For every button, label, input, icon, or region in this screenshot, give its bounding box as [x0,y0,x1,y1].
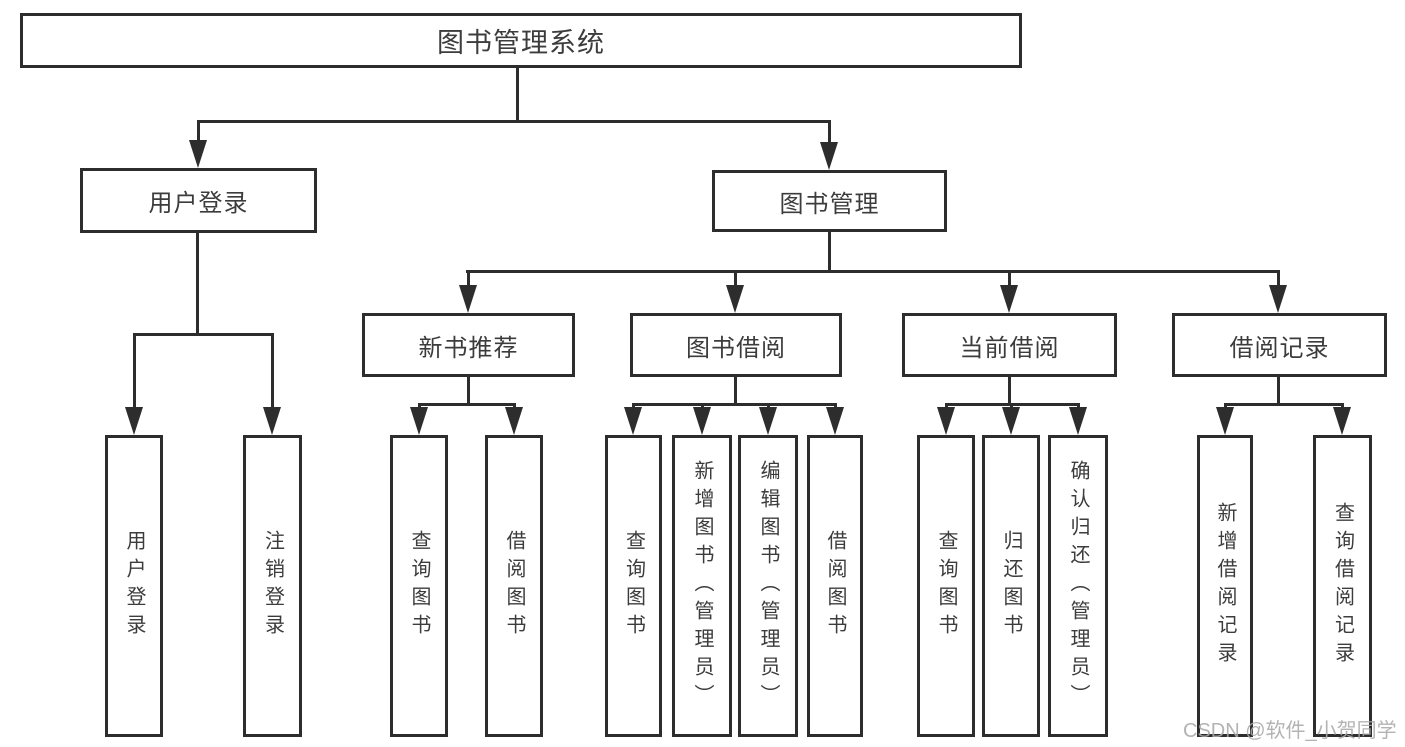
node-user-login-label: 用户登录 [148,190,249,217]
node-book-borrow-label: 图书借阅 [686,334,786,362]
leaf-logout-label: 注销登录 [261,530,284,642]
leaf-query-borrow-record: 查询借阅记录 [1313,435,1372,737]
arrowhead-icon [820,142,838,170]
node-current-borrow-label: 当前借阅 [959,334,1060,362]
leaf-query-books-borrow-label: 查询图书 [622,530,645,642]
connector-line [1008,270,1011,288]
node-current-borrow: 当前借阅 [902,313,1117,377]
arrowhead-icon [263,407,281,435]
connector-line [1277,377,1280,405]
connector-line [197,120,831,123]
arrowhead-icon [759,407,777,435]
leaf-query-books-current-label: 查询图书 [935,530,957,642]
arrowhead-icon [826,407,844,435]
node-borrow-records: 借阅记录 [1172,313,1387,377]
leaf-logout: 注销登录 [243,435,302,737]
node-borrow-records-label: 借阅记录 [1229,334,1330,362]
node-book-borrow: 图书借阅 [630,313,842,377]
connector-line [516,68,519,122]
arrowhead-icon [937,407,955,435]
leaf-add-books-admin: 新增图书（管理员） [672,435,732,737]
connector-line [632,403,837,406]
connector-line [467,377,470,405]
leaf-confirm-return-admin-label: 确认归还（管理员） [1067,460,1089,712]
watermark: CSDN @软件_小贺同学 [1183,720,1397,742]
arrowhead-icon [1269,285,1287,313]
leaf-borrow-books-label: 借阅图书 [824,530,846,642]
connector-line [828,232,831,272]
leaf-query-books-recommend-label: 查询图书 [408,530,430,642]
connector-line [133,333,136,410]
arrowhead-icon [125,407,143,435]
connector-line [418,403,516,406]
leaf-add-borrow-record: 新增借阅记录 [1197,435,1253,737]
connector-line [1008,377,1011,405]
node-root-label: 图书管理系统 [437,28,605,58]
leaf-user-login-label: 用户登录 [123,530,145,642]
connector-line [828,120,831,146]
leaf-add-borrow-record-label: 新增借阅记录 [1214,502,1236,670]
leaf-query-books-borrow: 查询图书 [605,435,662,737]
connector-line [133,333,274,336]
connector-line [196,233,199,335]
leaf-query-borrow-record-label: 查询借阅记录 [1331,502,1354,670]
leaf-confirm-return-admin: 确认归还（管理员） [1048,435,1108,737]
connector-line [1224,403,1344,406]
connector-line [271,333,274,410]
connector-line [734,270,737,288]
node-root: 图书管理系统 [20,13,1022,68]
node-new-book-recommend: 新书推荐 [362,313,575,377]
connector-line [734,377,737,405]
arrowhead-icon [459,285,477,313]
leaf-add-books-admin-label: 新增图书（管理员） [691,460,713,712]
node-book-management: 图书管理 [712,170,947,232]
leaf-borrow-books-recommend-label: 借阅图书 [503,530,525,642]
node-user-login: 用户登录 [80,168,317,233]
arrowhead-icon [189,140,207,168]
arrowhead-icon [1000,285,1018,313]
leaf-edit-books-admin: 编辑图书（管理员） [738,435,798,737]
leaf-return-books: 归还图书 [982,435,1040,737]
leaf-borrow-books-recommend: 借阅图书 [485,435,543,737]
leaf-user-login: 用户登录 [105,435,163,737]
arrowhead-icon [1069,407,1087,435]
arrowhead-icon [1333,407,1351,435]
node-new-book-recommend-label: 新书推荐 [418,334,519,362]
arrowhead-icon [693,407,711,435]
leaf-borrow-books: 借阅图书 [807,435,863,737]
leaf-query-books-current: 查询图书 [917,435,975,737]
arrowhead-icon [726,285,744,313]
leaf-edit-books-admin-label: 编辑图书（管理员） [757,460,779,712]
connector-line [467,270,470,288]
leaf-query-books-recommend: 查询图书 [390,435,448,737]
arrowhead-icon [410,407,428,435]
arrowhead-icon [624,407,642,435]
connector-line [466,270,1280,273]
node-book-management-label: 图书管理 [779,190,880,218]
leaf-return-books-label: 归还图书 [1000,530,1022,642]
arrowhead-icon [505,407,523,435]
connector-line [197,120,200,144]
connector-line [1277,270,1280,288]
arrowhead-icon [1216,407,1234,435]
arrowhead-icon [1002,407,1020,435]
